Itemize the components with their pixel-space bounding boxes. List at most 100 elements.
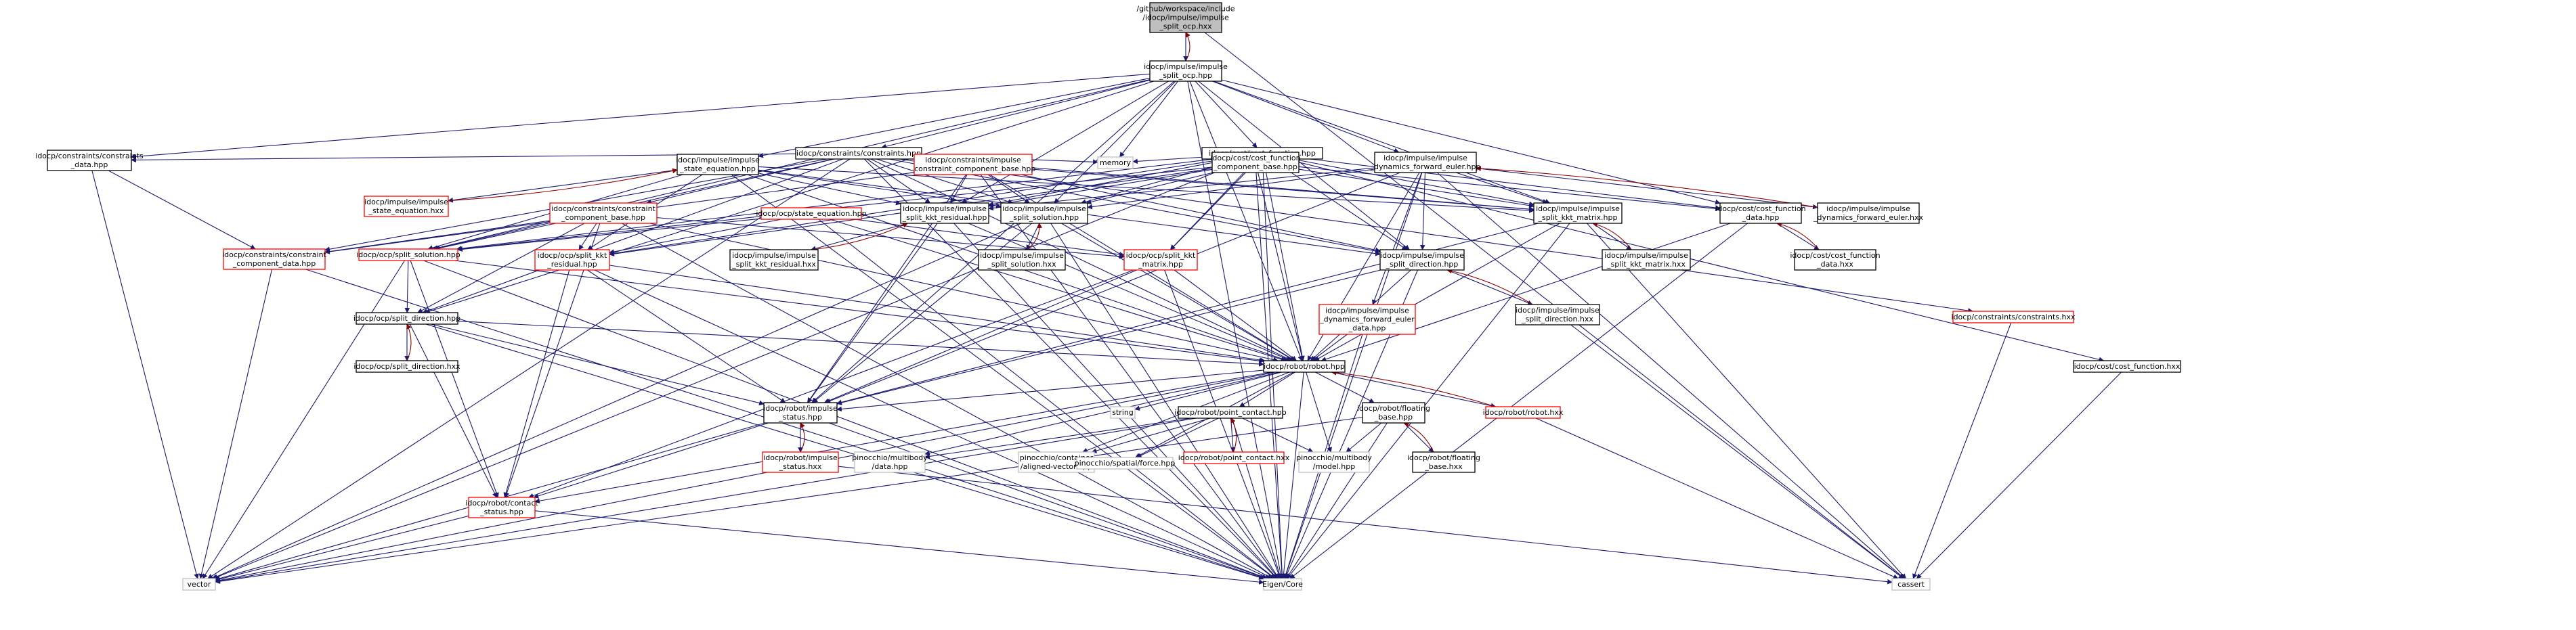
node-cost_function_hxx[interactable]: idocp/cost/cost_function.hxx (2073, 360, 2181, 373)
node-label: _split_solution.hpp (1009, 213, 1079, 222)
node-kkt_residual_hxx[interactable]: idocp/impulse/impulse_split_kkt_residual… (729, 249, 819, 271)
edge-point_contact-to-pin_model (1242, 418, 1314, 453)
node-kkt_residual[interactable]: idocp/impulse/impulse_split_kkt_residual… (900, 202, 989, 224)
edge-floating_base-to-eigen (1286, 422, 1388, 579)
node-constraint_comp_data[interactable]: idocp/constraints/constraint_component_d… (222, 248, 327, 270)
edge-kkt_residual_hxx-to-kkt_residual (811, 223, 908, 250)
node-box (1952, 311, 2074, 323)
edge-split_ocp-to-cost_function_data (1221, 79, 1721, 205)
node-kkt_matrix_imp[interactable]: idocp/impulse/impulse_split_kkt_matrix.h… (1533, 202, 1623, 224)
edge-kkt_residual-to-eigen (953, 223, 1278, 579)
node-dyn_euler_hxx[interactable]: idocp/impulse/impulse_dynamics_forward_e… (1813, 202, 1923, 224)
node-imp_split_solution_hxx[interactable]: idocp/impulse/impulse_split_solution.hxx (978, 249, 1066, 271)
node-split_direction_imp_hxx[interactable]: idocp/impulse/impulse_split_direction.hx… (1515, 304, 1600, 325)
edge-constraint_comp_data-to-vector (198, 269, 273, 579)
node-label: idocp/robot/point_contact.hpp (1174, 408, 1286, 417)
edge-constraint_comp_base-to-ocp_split_solution (435, 223, 556, 251)
node-box (1110, 406, 1136, 419)
edge-cost_function-to-vector (213, 158, 1249, 579)
edge-constraint_comp_base-to-ocp_split_direction (417, 223, 585, 313)
node-contact_status[interactable]: idocp/robot/contact_status.hpp (465, 497, 538, 518)
node-state_eq[interactable]: idocp/impulse/impulse_state_equation.hpp (676, 154, 760, 175)
node-label: idocp/impulse/impulse (1383, 154, 1467, 162)
node-label: idocp/impulse/impulse (676, 156, 760, 164)
node-cost_function_data_hxx[interactable]: idocp/cost/cost_function_data.hxx (1790, 249, 1881, 271)
node-constraint_comp_base_imp[interactable]: idocp/constraints/impulse_constraint_com… (910, 154, 1036, 175)
node-split_direction_imp[interactable]: idocp/impulse/impulse_split_direction.hp… (1379, 249, 1465, 271)
edge-state_equation_ocp-to-robot (830, 219, 1287, 362)
edge-cost_function-to-memory (1132, 156, 1203, 164)
edge-dyn_euler-to-cassert (1436, 172, 1905, 579)
node-state_equation_ocp[interactable]: idocp/ocp/state_equation.hpp (756, 207, 867, 220)
node-ocp_split_direction[interactable]: idocp/ocp/split_direction.hpp (353, 312, 460, 325)
node-cost_comp_base[interactable]: idocp/cost/cost_function_component_base.… (1210, 152, 1301, 173)
node-box (1149, 60, 1222, 82)
node-box (900, 202, 989, 224)
node-label: _data.hpp (70, 160, 108, 169)
node-root[interactable]: /github/workspace/include/idocp/impulse/… (1136, 2, 1235, 33)
edge-cost_function-to-ocp_split_solution (456, 158, 1214, 252)
edge-imp_split_solution_hxx-to-imp_split_solution (1026, 223, 1043, 250)
node-box (1178, 406, 1283, 419)
edge-state_eq_hxx-to-state_eq (448, 168, 678, 202)
edge-floating_base-to-floating_base_hxx (1403, 422, 1434, 453)
edge-constraints-to-imp_split_solution (876, 158, 1014, 204)
node-robot[interactable]: idocp/robot/robot.hpp (1263, 360, 1346, 373)
node-floating_base_hxx[interactable]: idocp/robot/floating_base.hxx (1407, 451, 1480, 473)
node-ocp_split_direction_hxx[interactable]: idocp/ocp/split_direction.hxx (353, 360, 460, 373)
node-impulse_status[interactable]: idocp/robot/impulse_status.hpp (763, 402, 838, 424)
edge-dyn_euler-to-imp_split_solution (1087, 168, 1375, 210)
node-robot_hxx[interactable]: idocp/robot/robot.hxx (1483, 406, 1564, 419)
edge-state_equation_ocp-to-ocp_split_solution (457, 218, 762, 252)
node-point_contact[interactable]: idocp/robot/point_contact.hpp (1174, 406, 1287, 419)
node-split_ocp[interactable]: idocp/impulse/impulse_split_ocp.hpp (1144, 60, 1228, 82)
node-label: idocp/impulse/impulse (1380, 251, 1464, 260)
edge-constraint_comp_base_imp-to-kkt_residual (950, 174, 968, 204)
node-kkt_matrix_imp_hxx[interactable]: idocp/impulse/impulse_split_kkt_matrix.h… (1602, 249, 1691, 271)
node-imp_split_solution[interactable]: idocp/impulse/impulse_split_solution.hpp (1000, 202, 1088, 224)
edge-constraints-to-vector (207, 158, 851, 579)
node-label: idocp/cost/cost_function.hxx (2074, 362, 2181, 371)
edge-robot-to-contact_status (534, 372, 1272, 503)
edge-cost_comp_base-to-robot (1258, 172, 1305, 361)
node-ocp_split_kkt_matrix[interactable]: idocp/ocp/split_kkt_matrix.hpp (1123, 249, 1198, 271)
node-box (978, 249, 1066, 271)
edge-robot-to-pin_data (924, 372, 1280, 456)
edge-cost_function_data-to-eigen (1289, 223, 1748, 579)
edge-cost_function-to-cost_function_data (1310, 158, 1721, 210)
edge-constraints_data-to-vector (91, 170, 199, 579)
node-label: idocp/ocp/split_direction.hxx (353, 362, 460, 371)
node-box (1362, 402, 1425, 424)
node-constraints_hxx[interactable]: idocp/constraints/constraints.hxx (1952, 311, 2076, 323)
node-label: /model.hpp (1313, 462, 1355, 471)
node-dyn_euler_data[interactable]: idocp/impulse/impulse_dynamics_forward_e… (1318, 304, 1416, 335)
edge-dyn_euler-to-split_direction_imp (1419, 172, 1426, 250)
node-label: _split_ocp.hxx (1159, 22, 1212, 31)
node-label: pinocchio/spatial/force.hpp (1075, 459, 1176, 468)
node-state_eq_hxx[interactable]: idocp/impulse/impulse_state_equation.hxx (364, 196, 449, 217)
edge-state_eq-to-kkt_residual (758, 173, 901, 206)
node-label: pinocchio/container (1020, 453, 1094, 462)
node-label: _matrix.hpp (1138, 260, 1183, 269)
node-constraint_comp_base[interactable]: idocp/constraints/constraint_component_b… (549, 202, 658, 224)
node-point_contact_hxx[interactable]: idocp/robot/point_contact.hxx (1178, 451, 1290, 464)
node-ocp_split_kkt_residual[interactable]: idocp/ocp/split_kkt_residual.hpp (534, 249, 610, 271)
node-box (1123, 249, 1198, 271)
node-box (1412, 451, 1476, 473)
node-label: _base.hxx (1424, 462, 1463, 471)
node-floating_base[interactable]: idocp/robot/floating_base.hpp (1357, 402, 1430, 424)
node-impulse_status_hxx[interactable]: idocp/robot/impulse_status.hxx (762, 451, 839, 473)
node-constraints[interactable]: idocp/constraints/constraints.hpp (795, 147, 922, 160)
edge-imp_split_solution-to-eigen (1050, 223, 1280, 579)
node-constraints_data[interactable]: idocp/constraints/constraints_data.hpp (35, 150, 144, 171)
edge-robot-to-robot_hxx (1331, 372, 1497, 409)
edge-constraints_data-to-constraint_comp_data (108, 170, 256, 250)
edge-split_ocp-to-kkt_matrix_imp (1214, 81, 1551, 204)
node-label: idocp/impulse/impulse (1325, 307, 1409, 315)
node-ocp_split_solution[interactable]: idocp/ocp/split_solution.hpp (356, 248, 460, 261)
node-label: _state_equation.hxx (368, 206, 444, 215)
edge-ocp_split_kkt_residual-to-robot (609, 265, 1266, 363)
node-dyn_euler[interactable]: idocp/impulse/impulse_dynamics_forward_e… (1370, 152, 1481, 173)
node-cost_function_data[interactable]: idocp/cost/cost_function_data.hpp (1715, 202, 1806, 224)
edge-robot-to-point_contact (1239, 372, 1295, 407)
